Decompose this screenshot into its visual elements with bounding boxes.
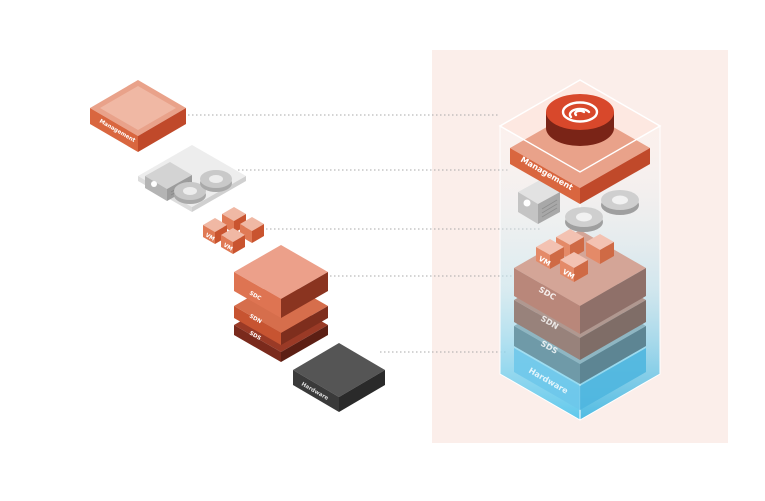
sdn-label: SDN — [248, 314, 263, 326]
vm-cube — [586, 234, 614, 264]
brand-logo — [546, 94, 614, 146]
virtualization-block — [138, 145, 246, 212]
hardware-block: Hardware — [293, 343, 385, 412]
tower: Hardware SDS SDN SDC — [498, 79, 662, 421]
cloud-icon — [174, 170, 232, 204]
vm-label: VM — [204, 233, 215, 243]
vm-cube — [240, 217, 264, 243]
vm-cube: VM — [560, 252, 588, 282]
sds-label: SDS — [248, 331, 262, 342]
sdc-label: SDC — [248, 291, 262, 302]
tower-vm-cluster: VM VM — [536, 229, 614, 282]
circle-spiral-logo-icon — [561, 101, 599, 123]
cloud-icon — [565, 190, 639, 232]
vm-cube: VM — [221, 228, 245, 254]
management-block: Management — [90, 80, 186, 152]
vm-cluster: VM VM — [203, 207, 264, 254]
vm-label: VM — [222, 243, 233, 253]
sdc-layer: SDC — [234, 245, 328, 318]
connector-lines — [188, 114, 540, 353]
vm-cube: VM — [203, 218, 227, 244]
vm-cube — [222, 207, 246, 233]
